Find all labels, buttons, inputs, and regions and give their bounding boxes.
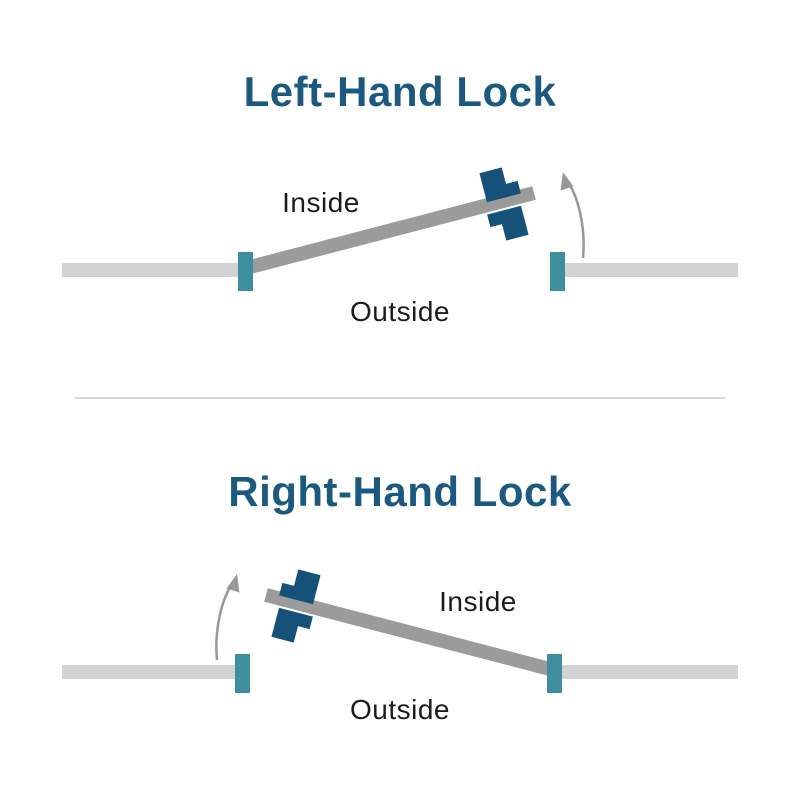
wall-right-segment [565, 263, 738, 277]
lock-hardware [479, 167, 529, 241]
lock-hardware-outside-half [271, 607, 313, 643]
right-diagram-outside-label: Outside [350, 694, 450, 725]
swing-arrow-head-icon [226, 574, 240, 593]
door-panel [264, 588, 552, 676]
right-hand-lock-diagram [62, 569, 738, 693]
lock-hardware-inside-half [479, 167, 521, 203]
swing-arrow-head-icon [560, 172, 574, 191]
left-diagram-inside-label: Inside [282, 187, 360, 218]
hinge-jamb [547, 654, 562, 693]
wall-left-segment [62, 665, 235, 679]
lock-hardware-inside-half [279, 569, 321, 605]
wall-right-segment [562, 665, 738, 679]
strike-jamb [550, 252, 565, 291]
strike-jamb [235, 654, 250, 693]
right-hand-lock-title: Right-Hand Lock [228, 468, 572, 515]
left-hand-lock-diagram [62, 167, 738, 291]
hinge-jamb [238, 252, 253, 291]
wall-left-segment [62, 263, 238, 277]
left-diagram-outside-label: Outside [350, 296, 450, 327]
right-diagram-inside-label: Inside [439, 586, 517, 617]
lock-hardware [271, 569, 321, 643]
door-panel [248, 186, 536, 274]
lock-hardware-outside-half [487, 205, 529, 241]
swing-arrow-shaft [565, 179, 585, 259]
swing-arrow-shaft [215, 581, 235, 661]
left-hand-lock-title: Left-Hand Lock [244, 68, 557, 115]
